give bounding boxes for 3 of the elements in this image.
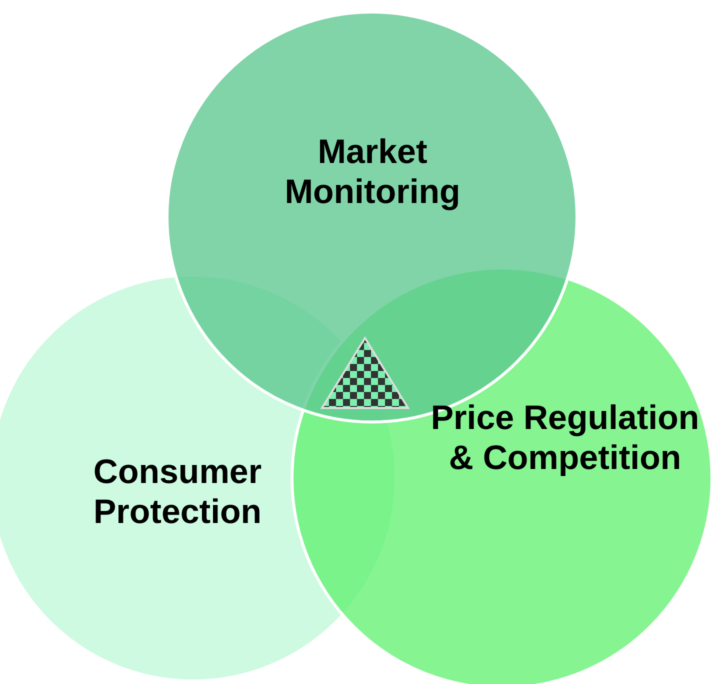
circle-label: Market Monitoring	[284, 132, 462, 212]
circle-label: Consumer Protection	[92, 452, 263, 532]
circle-label: Price Regulation & Competition	[430, 398, 700, 478]
